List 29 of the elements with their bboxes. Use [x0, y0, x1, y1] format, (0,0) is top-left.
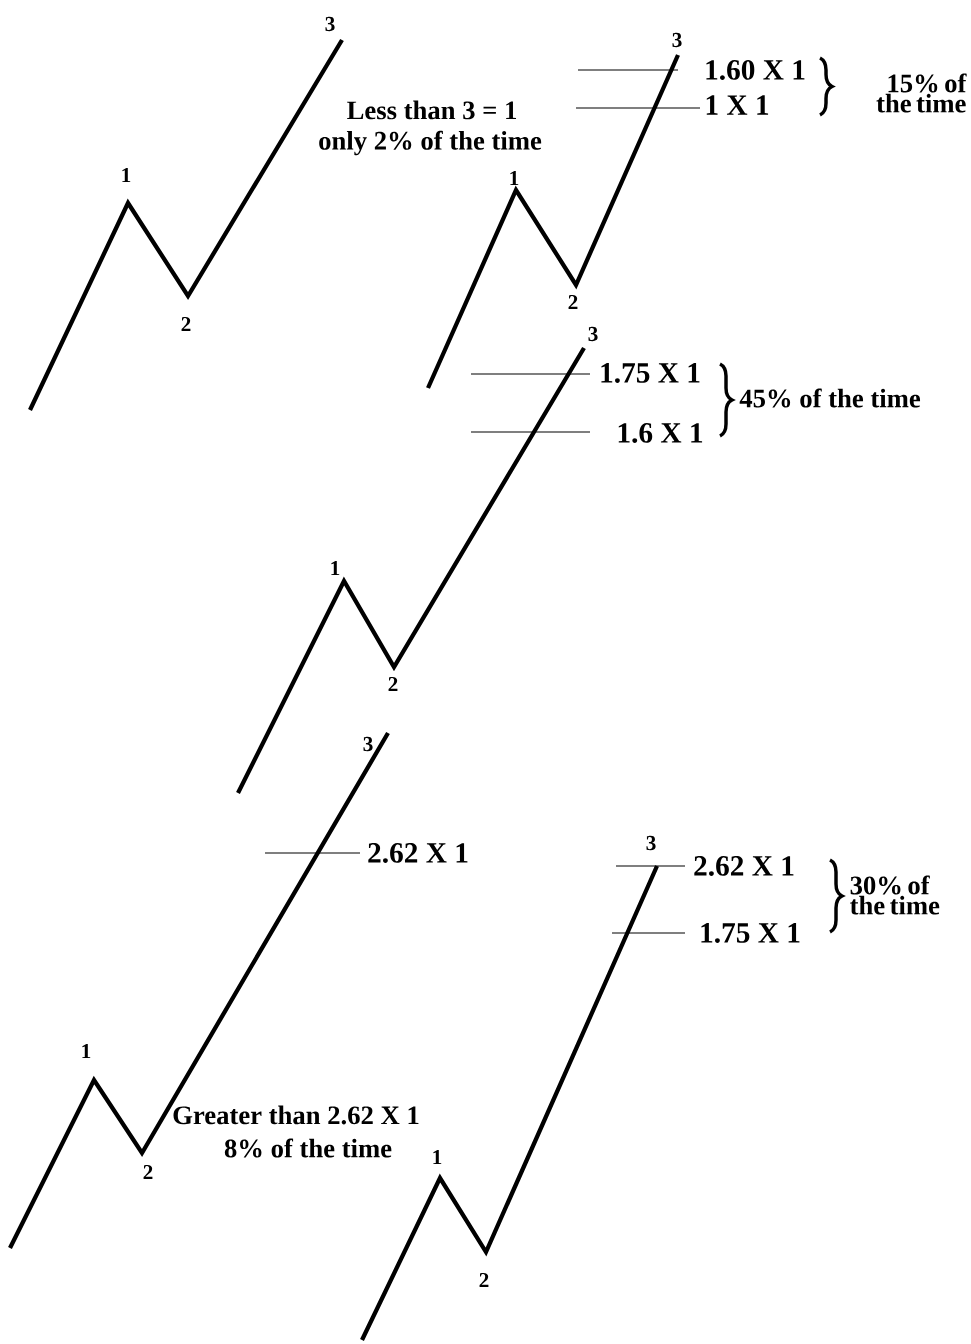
wave-number: 3 — [363, 736, 373, 752]
wave-number: 3 — [672, 32, 682, 48]
wave-number: 2 — [181, 316, 191, 332]
wave-number: 3 — [588, 326, 598, 342]
ratio-label: 1.75 X 1 — [701, 923, 800, 943]
probability-note: Greater than 2.62 X 1 — [173, 1105, 419, 1125]
probability-note: Less than 3 = 1 — [347, 100, 516, 120]
wave-number: 1 — [122, 167, 131, 183]
ratio-label: 1.6 X 1 — [618, 423, 703, 443]
ratio-label: 1.60 X 1 — [706, 60, 805, 80]
wave-number: 3 — [325, 16, 335, 32]
ratio-label: 2.62 X 1 — [694, 856, 794, 876]
probability-note: 45% of the time — [739, 388, 921, 408]
probability-note: only 2% of the time — [319, 130, 542, 156]
wave-number: 1 — [331, 560, 340, 576]
probability-note: 30% of the time — [850, 875, 940, 915]
wave-number: 2 — [143, 1164, 153, 1180]
wave-number: 2 — [388, 676, 398, 692]
probability-note: 8% of the time — [224, 1138, 392, 1158]
probability-note: 15% of the time — [876, 73, 967, 113]
wave-number: 1 — [82, 1044, 91, 1059]
ratio-label: 1.75 X 1 — [601, 363, 700, 383]
wave-number: 2 — [568, 294, 578, 310]
wave-number: 1 — [433, 1150, 442, 1165]
wave-number: 2 — [479, 1272, 489, 1288]
ratio-label: 2.62 X 1 — [368, 843, 468, 863]
wave-number: 3 — [646, 835, 656, 851]
ratio-label: 1 X 1 — [706, 95, 769, 115]
wave-number: 1 — [510, 170, 519, 186]
